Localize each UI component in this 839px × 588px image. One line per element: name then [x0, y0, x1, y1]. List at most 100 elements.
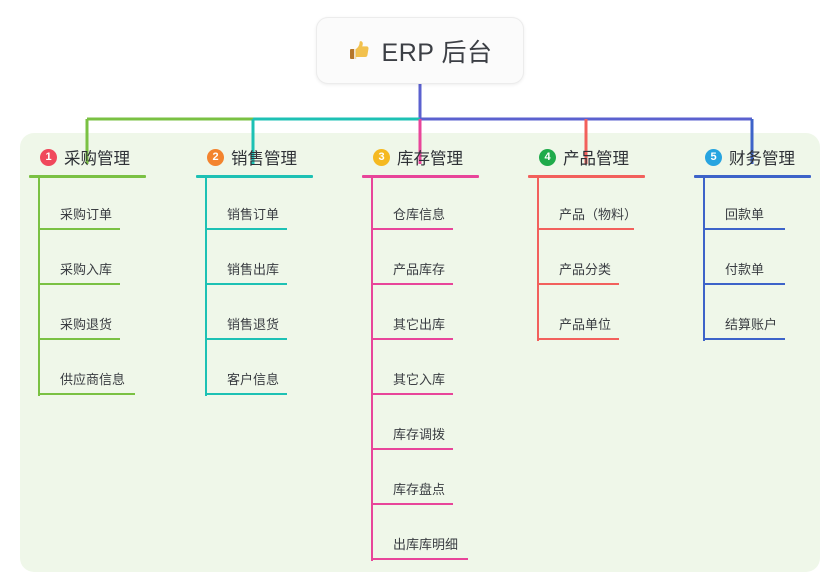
branch-items-2: 销售订单销售出库销售退货客户信息 [196, 178, 316, 398]
leaf-item[interactable]: 其它出库 [362, 288, 482, 343]
branch-title-5: 财务管理 [729, 150, 795, 168]
branch-items-1: 采购订单采购入库采购退货供应商信息 [29, 178, 149, 398]
diagram-panel [20, 133, 820, 572]
branch-items-4: 产品（物料） 产品分类产品单位 [528, 178, 648, 343]
leaf-label: 仓库信息 [393, 207, 446, 222]
leaf-item[interactable]: 回款单 [694, 178, 814, 233]
branch-badge-3: 3 [373, 148, 390, 166]
branch-column-3: 3 库存管理仓库信息产品库存其它出库其它入库库存调拨库存盘点出库库明细 [362, 145, 482, 563]
branch-spine-5 [703, 178, 705, 341]
branch-title-1: 采购管理 [64, 150, 130, 168]
leaf-item[interactable]: 销售退货 [196, 288, 316, 343]
leaf-item[interactable]: 销售出库 [196, 233, 316, 288]
leaf-label: 库存调拨 [393, 427, 446, 442]
leaf-item[interactable]: 库存盘点 [362, 453, 482, 508]
leaf-label: 库存盘点 [393, 482, 446, 497]
branch-header-4[interactable]: 4 产品管理 [528, 145, 648, 169]
leaf-item[interactable]: 产品单位 [528, 288, 648, 343]
leaf-item[interactable]: 客户信息 [196, 343, 316, 398]
leaf-item[interactable]: 采购退货 [29, 288, 149, 343]
leaf-label: 供应商信息 [60, 372, 126, 387]
branch-badge-2: 2 [207, 148, 224, 166]
branch-column-4: 4 产品管理产品（物料） 产品分类产品单位 [528, 145, 648, 343]
leaf-label: 产品分类 [559, 262, 612, 277]
branch-title-4: 产品管理 [563, 150, 629, 168]
leaf-label: 出库库明细 [393, 537, 459, 552]
branch-items-5: 回款单付款单结算账户 [694, 178, 814, 343]
leaf-item[interactable]: 产品（物料） [528, 178, 648, 233]
leaf-label: 结算账户 [725, 317, 778, 332]
leaf-label: 客户信息 [227, 372, 280, 387]
branch-spine-3 [371, 178, 373, 561]
branch-badge-5: 5 [705, 148, 722, 166]
leaf-label: 产品（物料） [559, 207, 638, 222]
leaf-underline [38, 338, 120, 340]
leaf-item[interactable]: 出库库明细 [362, 508, 482, 563]
leaf-item[interactable]: 付款单 [694, 233, 814, 288]
branch-spine-4 [537, 178, 539, 341]
leaf-item[interactable]: 采购入库 [29, 233, 149, 288]
leaf-underline [371, 338, 453, 340]
leaf-label: 销售出库 [227, 262, 280, 277]
leaf-underline [537, 338, 619, 340]
leaf-underline [38, 228, 120, 230]
leaf-underline [371, 283, 453, 285]
leaf-item[interactable]: 销售订单 [196, 178, 316, 233]
leaf-underline [38, 283, 120, 285]
leaf-underline [371, 558, 468, 560]
branch-items-3: 仓库信息产品库存其它出库其它入库库存调拨库存盘点出库库明细 [362, 178, 482, 563]
branch-underline-3 [362, 175, 479, 178]
leaf-label: 其它出库 [393, 317, 446, 332]
leaf-item[interactable]: 库存调拨 [362, 398, 482, 453]
leaf-label: 产品单位 [559, 317, 612, 332]
leaf-item[interactable]: 产品库存 [362, 233, 482, 288]
branch-badge-1: 1 [40, 148, 57, 166]
leaf-underline [703, 283, 785, 285]
branch-header-3[interactable]: 3 库存管理 [362, 145, 482, 169]
branch-underline-1 [29, 175, 146, 178]
leaf-underline [205, 283, 287, 285]
leaf-underline [537, 283, 619, 285]
branch-header-5[interactable]: 5 财务管理 [694, 145, 814, 169]
leaf-label: 付款单 [725, 262, 765, 277]
leaf-item[interactable]: 结算账户 [694, 288, 814, 343]
leaf-label: 销售订单 [227, 207, 280, 222]
leaf-item[interactable]: 其它入库 [362, 343, 482, 398]
leaf-underline [371, 448, 453, 450]
leaf-item[interactable]: 供应商信息 [29, 343, 149, 398]
leaf-item[interactable]: 采购订单 [29, 178, 149, 233]
leaf-label: 其它入库 [393, 372, 446, 387]
leaf-underline [371, 503, 453, 505]
branch-title-3: 库存管理 [397, 150, 463, 168]
leaf-label: 回款单 [725, 207, 765, 222]
branch-header-1[interactable]: 1 采购管理 [29, 145, 149, 169]
branch-title-2: 销售管理 [231, 150, 297, 168]
branch-column-5: 5 财务管理回款单付款单结算账户 [694, 145, 814, 343]
leaf-label: 销售退货 [227, 317, 280, 332]
leaf-underline [703, 338, 785, 340]
leaf-underline [205, 228, 287, 230]
leaf-underline [371, 393, 453, 395]
leaf-underline [371, 228, 453, 230]
leaf-underline [38, 393, 135, 395]
leaf-underline [205, 338, 287, 340]
root-node[interactable]: ERP 后台 [316, 17, 524, 84]
root-label: ERP 后台 [381, 38, 493, 67]
leaf-item[interactable]: 仓库信息 [362, 178, 482, 233]
branch-underline-4 [528, 175, 645, 178]
branch-spine-1 [38, 178, 40, 396]
leaf-label: 产品库存 [393, 262, 446, 277]
branch-badge-4: 4 [539, 148, 556, 166]
leaf-label: 采购订单 [60, 207, 113, 222]
branch-header-2[interactable]: 2 销售管理 [196, 145, 316, 169]
branch-underline-2 [196, 175, 313, 178]
leaf-underline [205, 393, 287, 395]
leaf-item[interactable]: 产品分类 [528, 233, 648, 288]
branch-column-1: 1 采购管理采购订单采购入库采购退货供应商信息 [29, 145, 149, 398]
leaf-label: 采购入库 [60, 262, 113, 277]
leaf-label: 采购退货 [60, 317, 113, 332]
leaf-underline [703, 228, 785, 230]
leaf-underline [537, 228, 634, 230]
branch-underline-5 [694, 175, 811, 178]
